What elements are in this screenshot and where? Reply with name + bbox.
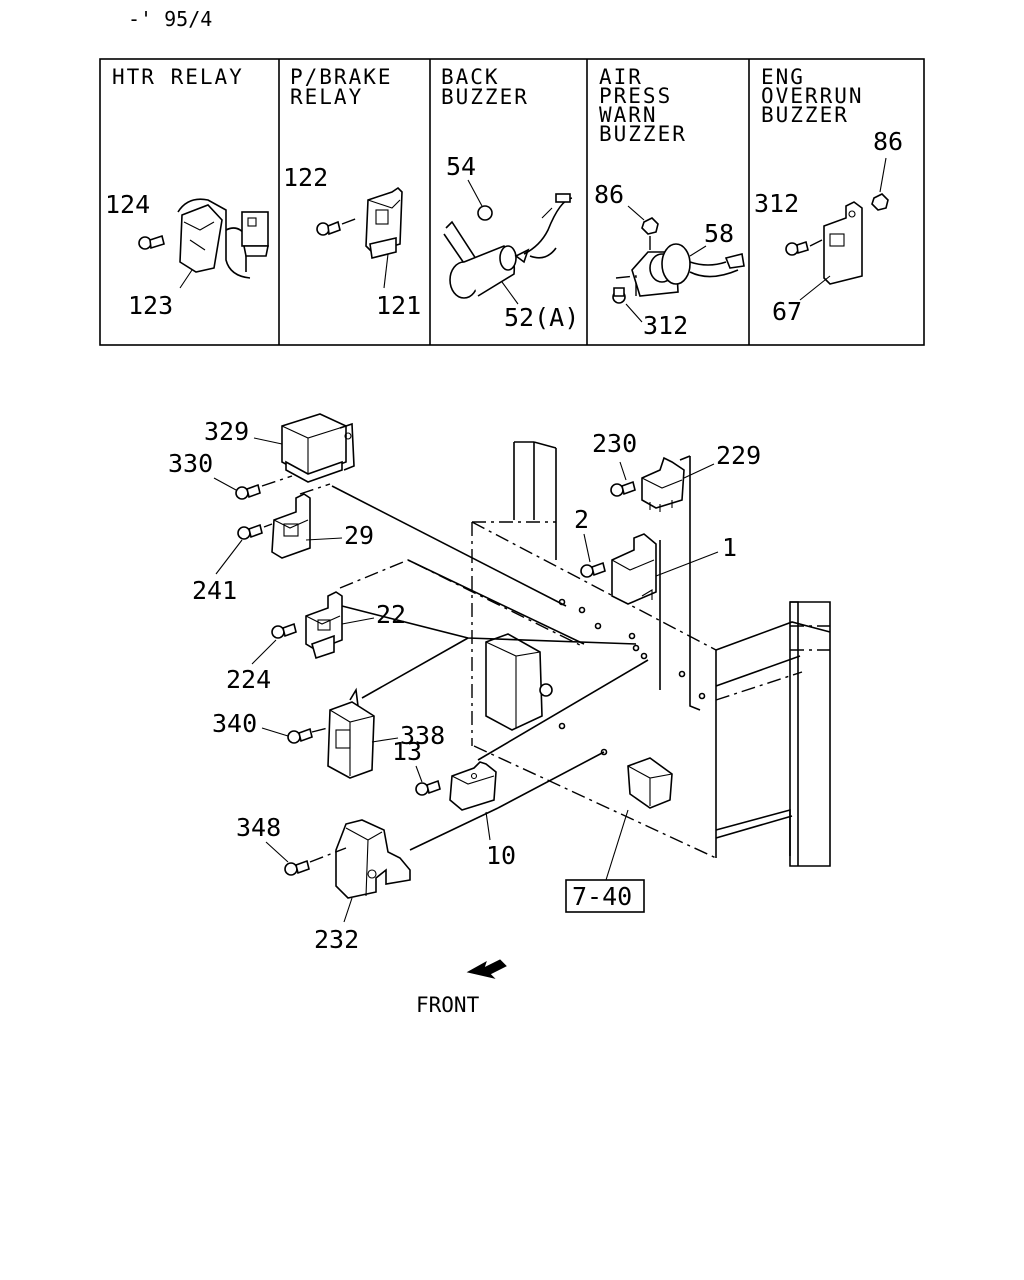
relay-1: [611, 533, 657, 605]
callout-338: 338: [400, 721, 445, 750]
buzzer-mounted: [627, 757, 673, 809]
bolt-icon: [612, 287, 626, 304]
relay-22: [305, 591, 343, 660]
panel-title: AIR: [599, 65, 643, 89]
callout-330: 330: [168, 449, 213, 478]
panel-title: BUZZER: [441, 85, 529, 109]
callout-29: 29: [344, 521, 374, 550]
bolt-icon: [610, 480, 636, 497]
control-unit-338: [327, 687, 375, 779]
pbrake-relay-icon: [365, 186, 403, 259]
panel-title: RELAY: [290, 85, 363, 109]
mounting-post-right: [789, 601, 831, 867]
panel-title: BACK: [441, 65, 500, 89]
callout-67: 67: [772, 297, 802, 326]
panel-back-buzzer: BACK BUZZER 54 52(A): [441, 65, 579, 332]
bolt-icon: [287, 727, 313, 744]
panel-air-press-warn-buzzer: AIR PRESS WARN BUZZER 86: [594, 65, 745, 340]
callout-1: 1: [722, 533, 737, 562]
relay-29: [271, 493, 311, 559]
relay-329: [281, 413, 355, 483]
panel-title: BUZZER: [599, 122, 687, 146]
callout-13: 13: [392, 737, 422, 766]
panel-title: BUZZER: [761, 103, 849, 127]
callout-224: 224: [226, 665, 271, 694]
applicability-code: -' 95/4: [128, 7, 212, 31]
callout-121: 121: [376, 291, 421, 320]
callout-312: 312: [643, 311, 688, 340]
callout-86: 86: [873, 127, 903, 156]
callout-123: 123: [128, 291, 173, 320]
front-arrow-icon: [466, 959, 507, 979]
callout-122: 122: [283, 163, 328, 192]
callout-86: 86: [594, 180, 624, 209]
callout-329: 329: [204, 417, 249, 446]
control-unit-mounted: [485, 633, 553, 731]
screw-icon: [477, 205, 493, 221]
callout-348: 348: [236, 813, 281, 842]
callout-230: 230: [592, 429, 637, 458]
nut-icon: [641, 217, 659, 235]
bolt-icon: [580, 561, 606, 578]
reference-box: [565, 879, 645, 913]
nut-icon: [871, 193, 889, 211]
callout-340: 340: [212, 709, 257, 738]
callout-312: 312: [754, 189, 799, 218]
callout-2: 2: [574, 505, 589, 534]
callout-52a: 52(A): [504, 303, 579, 332]
inset-frame: [99, 58, 925, 346]
bolt-icon: [785, 240, 809, 256]
panel-title: P/BRAKE: [290, 65, 393, 89]
panel-title: WARN: [599, 103, 658, 127]
callout-241: 241: [192, 576, 237, 605]
mounting-holes: [558, 598, 706, 756]
main-exploded-view: 329 330 29 241: [168, 413, 831, 954]
relay-229: [641, 456, 685, 512]
bolt-icon: [237, 523, 263, 540]
bolt-icon: [316, 220, 341, 236]
panel-htr-relay: HTR RELAY 124 123: [105, 65, 269, 320]
bolt-icon: [415, 779, 441, 796]
panel-pbrake-relay: P/BRAKE RELAY 122 121: [283, 65, 421, 320]
callout-22: 22: [376, 600, 406, 629]
front-label: FRONT: [416, 993, 480, 1017]
htr-relay-icon: [177, 198, 269, 279]
callout-229: 229: [716, 441, 761, 470]
callout-54: 54: [446, 152, 476, 181]
callout-10: 10: [486, 841, 516, 870]
eng-overrun-buzzer-icon: [823, 201, 863, 285]
panel-title: PRESS: [599, 84, 672, 108]
bolt-icon: [284, 859, 310, 876]
panel-title: ENG: [761, 65, 805, 89]
callout-232: 232: [314, 925, 359, 954]
callout-58: 58: [704, 219, 734, 248]
inset-panels: HTR RELAY 124 123 P/BRAKE: [99, 58, 925, 346]
bolt-icon: [271, 622, 297, 639]
callout-124: 124: [105, 190, 150, 219]
reference-label: 7-40: [572, 882, 632, 911]
relay-10: [449, 761, 497, 811]
back-buzzer-icon: [443, 193, 573, 299]
panel-title: OVERRUN: [761, 84, 864, 108]
air-warn-buzzer-icon: [615, 243, 745, 297]
relay-232: [335, 819, 411, 899]
relay-rail: [659, 455, 701, 711]
bolt-icon: [235, 483, 261, 500]
mounting-post-left: [513, 441, 557, 560]
panel-eng-overrun-buzzer: ENG OVERRUN BUZZER 86 312 67: [754, 65, 903, 326]
panel-title: HTR RELAY: [112, 65, 244, 89]
bolt-icon: [138, 234, 165, 250]
